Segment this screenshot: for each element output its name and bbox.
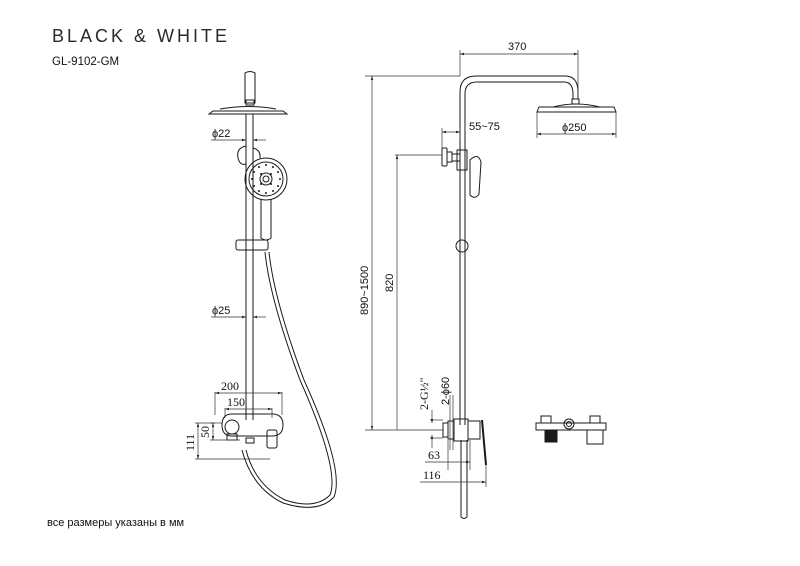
model-number: GL-9102-GM — [52, 56, 120, 68]
wall-bracket — [441, 147, 448, 167]
dim-arm-reach: 370 — [508, 41, 526, 53]
dim-riser-top-diameter: ϕ22 — [212, 128, 230, 140]
dim-flange-diameter: 2-ϕ60 — [440, 377, 452, 405]
dim-total-height: 890~1500 — [359, 266, 371, 315]
slider-side — [455, 239, 469, 253]
cold-inlet — [586, 429, 604, 445]
rain-shower-head — [207, 110, 289, 115]
dim-bracket-height: 820 — [384, 274, 396, 292]
hot-inlet — [544, 429, 558, 443]
units-note: все размеры указаны в мм — [47, 517, 185, 529]
dim-mixer-depth-inner: 63 — [428, 448, 440, 462]
dim-mixer-width-inner: 150 — [227, 395, 245, 409]
slider-bracket — [235, 239, 269, 251]
dim-head-diameter: ϕ250 — [562, 122, 587, 134]
dim-mixer-height-inner: 50 — [198, 426, 212, 438]
shower-arm — [459, 75, 579, 425]
riser-top-cap — [244, 71, 256, 104]
mixer-body — [221, 413, 284, 437]
hand-shower-head — [244, 157, 288, 201]
brand-logo: BLACK & WHITE — [52, 26, 231, 46]
mixer-lever-side — [481, 419, 487, 466]
rain-shower-head-side — [536, 106, 617, 113]
mixer-lever — [266, 429, 278, 449]
side-view-dimensions — [365, 50, 617, 487]
dim-riser-bottom-diameter: ϕ25 — [212, 305, 230, 317]
dim-inlet-thread: 2-G½" — [417, 377, 431, 410]
dim-mixer-width-outer: 200 — [221, 379, 239, 393]
diverter-knob — [224, 419, 240, 435]
hand-shower-side — [469, 156, 482, 198]
dim-mixer-depth-outer: 116 — [423, 468, 441, 482]
front-view — [207, 71, 337, 508]
side-view — [441, 75, 617, 519]
front-view-dimensions — [195, 138, 283, 460]
dim-mixer-height-outer: 111 — [183, 434, 197, 451]
mixer-top-view — [535, 415, 607, 445]
inlet-thread — [442, 422, 449, 438]
dim-bracket-offset: 55~75 — [469, 121, 500, 133]
